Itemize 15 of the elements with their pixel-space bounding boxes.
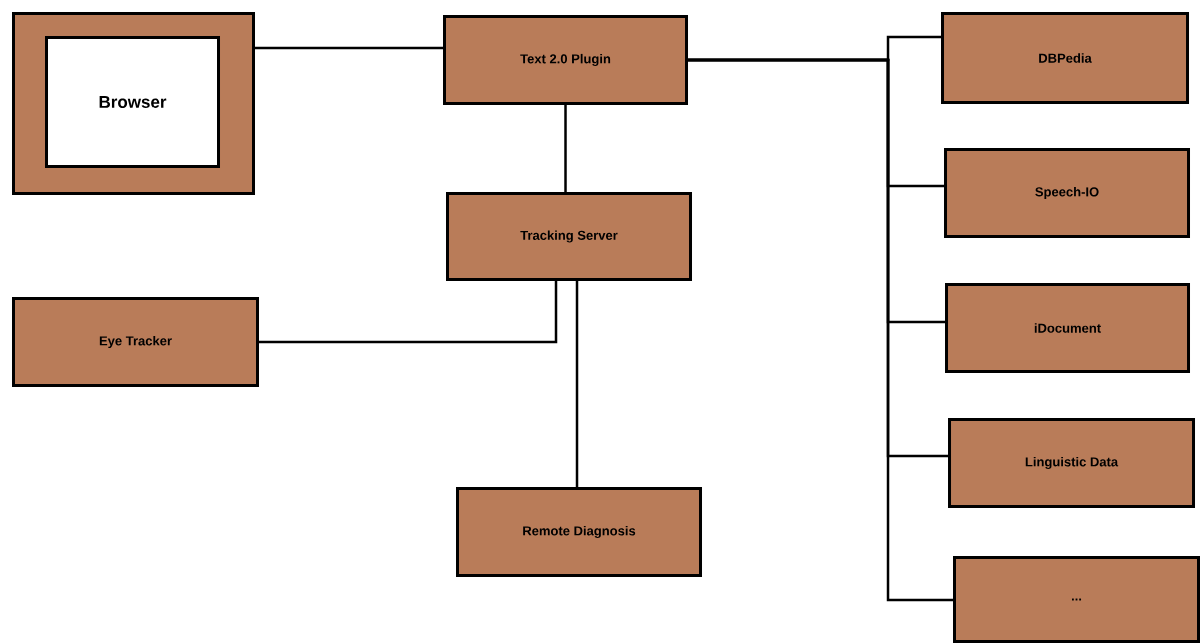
connector-line — [575, 281, 579, 487]
process-box: DBPedia — [941, 12, 1189, 104]
connector-line — [564, 105, 567, 192]
process-box: Speech-IO — [944, 148, 1190, 238]
process-box: Linguistic Data — [948, 418, 1195, 508]
process-box: Remote Diagnosis — [456, 487, 702, 577]
process-box: iDocument — [945, 283, 1190, 373]
process-box: Tracking Server — [446, 192, 692, 281]
process-box: ... — [953, 556, 1200, 643]
process-box: Text 2.0 Plugin — [443, 15, 688, 105]
connector-line — [259, 281, 558, 344]
process-box: Eye Tracker — [12, 297, 259, 387]
connector-line — [255, 46, 443, 50]
connector-line — [688, 58, 953, 602]
browser-window: Browser — [45, 36, 220, 168]
